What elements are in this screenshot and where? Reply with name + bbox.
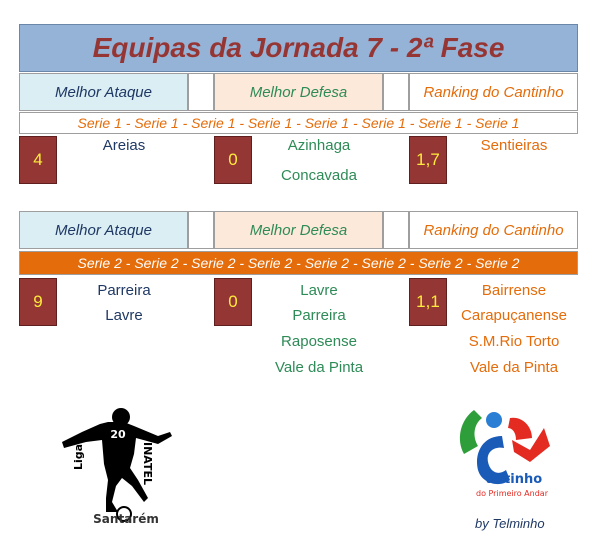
logo-santarem: Santarém bbox=[93, 512, 159, 526]
team-name: Areias bbox=[102, 137, 146, 154]
team-name: Carapuçanense bbox=[461, 307, 567, 324]
cantinho-subtitle: do Primeiro Andar bbox=[475, 489, 548, 498]
team-name: Lavre bbox=[105, 307, 143, 324]
team-name: Sentieiras bbox=[480, 137, 548, 154]
team-name: Bairrense bbox=[481, 282, 547, 299]
cantinho-name: antinho bbox=[486, 472, 543, 487]
team-name: Raposense bbox=[281, 333, 357, 350]
serie1-defesa-value: 0 bbox=[214, 136, 252, 184]
page-title: Equipas da Jornada 7 - 2ª Fase bbox=[19, 24, 578, 72]
header-melhor-ataque-1: Melhor Ataque bbox=[19, 73, 188, 111]
header-ranking-2: Ranking do Cantinho bbox=[409, 211, 578, 249]
team-name: Vale da Pinta bbox=[274, 359, 364, 376]
serie2-ataque-value: 9 bbox=[19, 278, 57, 326]
serie1-ranking-value: 1,7 bbox=[409, 136, 447, 184]
team-name: Azinhaga bbox=[287, 137, 351, 154]
team-name: Concavada bbox=[281, 167, 357, 184]
serie-1-banner: Serie 1 - Serie 1 - Serie 1 - Serie 1 - … bbox=[19, 112, 578, 134]
serie-2-banner: Serie 2 - Serie 2 - Serie 2 - Serie 2 - … bbox=[19, 251, 578, 275]
team-name: Parreira bbox=[292, 307, 346, 324]
logo-number: 20 bbox=[110, 428, 126, 441]
header-gap bbox=[383, 211, 409, 249]
credit-text: by Telminho bbox=[475, 516, 545, 531]
team-name: Lavre bbox=[300, 282, 338, 299]
cantinho-logo: antinho do Primeiro Andar bbox=[452, 406, 564, 502]
team-name: Parreira bbox=[97, 282, 151, 299]
serie2-ranking-value: 1,1 bbox=[409, 278, 447, 326]
header-gap bbox=[188, 73, 214, 111]
team-name: S.M.Rio Torto bbox=[468, 333, 560, 350]
header-gap bbox=[383, 73, 409, 111]
header-melhor-ataque-2: Melhor Ataque bbox=[19, 211, 188, 249]
serie2-defesa-value: 0 bbox=[214, 278, 252, 326]
serie1-ataque-value: 4 bbox=[19, 136, 57, 184]
footballer-icon bbox=[62, 408, 172, 522]
header-gap bbox=[188, 211, 214, 249]
team-name: Vale da Pinta bbox=[469, 359, 559, 376]
cantinho-emblem-icon bbox=[459, 410, 550, 485]
header-melhor-defesa-1: Melhor Defesa bbox=[214, 73, 383, 111]
header-ranking-1: Ranking do Cantinho bbox=[409, 73, 578, 111]
logo-inatel: INATEL bbox=[141, 442, 154, 485]
logo-liga: Liga bbox=[72, 443, 85, 470]
liga-inatel-logo: 20 Liga INATEL Santarém bbox=[58, 402, 178, 530]
header-melhor-defesa-2: Melhor Defesa bbox=[214, 211, 383, 249]
